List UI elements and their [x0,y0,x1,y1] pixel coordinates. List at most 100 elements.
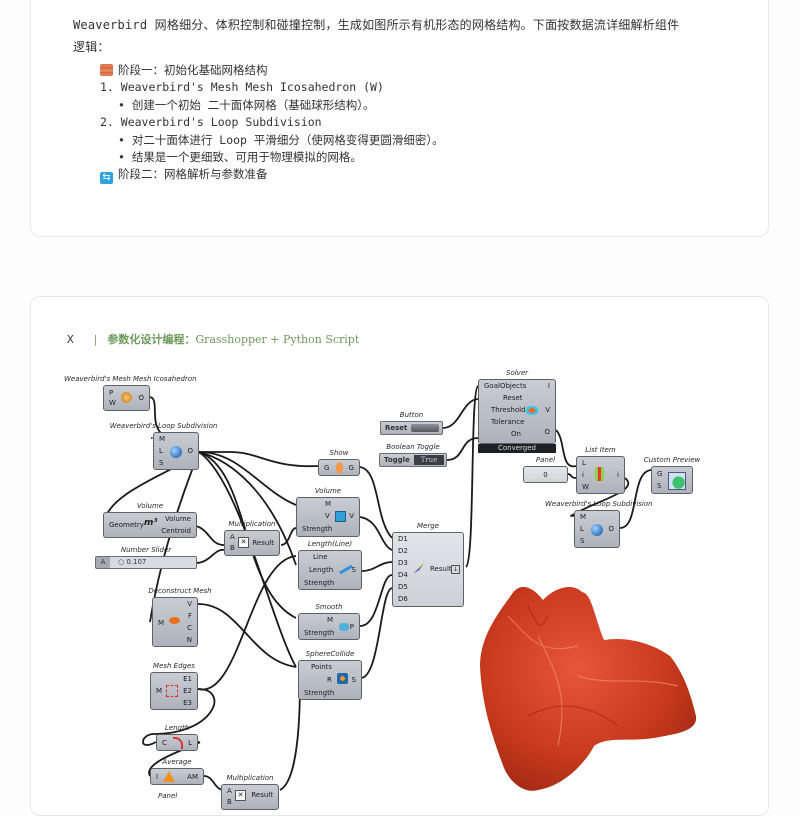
port-m: M [159,435,166,443]
node-volume-1[interactable]: Volume Geometry m³ Volume Centroid [103,502,197,538]
average-icon [163,771,175,782]
node-average[interactable]: Average I AM [150,758,204,785]
node-length-line[interactable]: Length(Line) Line Length Strength S [298,540,362,590]
icosahedron-icon [121,392,132,403]
port-g: G [324,464,330,472]
sphere-icon [170,446,182,458]
cycle-icon: ⇆ [100,172,113,185]
node-title: Smooth [315,603,343,611]
port-d6: D6 [398,595,408,603]
curve-length-icon [173,737,183,749]
figure-title-en: Grasshopper + Python Script [195,333,360,346]
port-m: M [325,500,332,508]
brick-icon [100,64,113,76]
node-custom-preview[interactable]: Custom Preview G S [644,456,700,494]
port-l: L [159,447,163,455]
multiply-icon: ✕ [235,790,246,801]
button-face[interactable] [411,424,439,432]
sphere-icon [591,524,603,536]
port-r: R [327,676,332,684]
port-strength: Strength [304,629,335,637]
toggle-label: Toggle [384,456,410,464]
mesh-shape [480,586,697,791]
node-title: Weaverbird's Mesh Mesh Icosahedron [64,375,197,383]
node-panel[interactable]: Panel 0 [523,456,568,483]
figure-header: X|参数化设计编程：Grasshopper + Python Script [67,331,359,347]
port-i: i [582,471,584,479]
port-e3: E3 [183,699,192,707]
step-bullet: • 结果是一个更细致、可用于物理模拟的网格。 [118,149,362,164]
node-title: Solver [506,369,528,377]
node-solver[interactable]: Solver GoalObjects Reset Threshold Toler… [478,369,556,453]
port-l: L [188,739,192,747]
node-deconstruct-mesh[interactable]: Deconstruct Mesh M V F C N [148,587,212,647]
port-n: N [186,636,192,644]
port-e2: E2 [183,687,192,695]
phase-1-heading: 阶段一：初始化基础网格结构 [100,62,444,79]
show-icon [336,462,343,473]
node-title: Boolean Toggle [386,443,440,451]
port-d1: D1 [398,535,408,543]
port-s: S [351,566,356,574]
node-merge[interactable]: Merge D1 D2 D3 D4 D5 D6 Result ↓ [392,522,464,607]
node-smooth[interactable]: Smooth M Strength P [298,603,360,640]
node-volume-goal[interactable]: Volume M V Strength V [296,487,360,537]
merge-icon [413,563,424,574]
node-mesh-edges[interactable]: Mesh Edges M E1 E2 E3 [150,662,198,710]
port-o: O [138,394,144,402]
slider-value[interactable]: ○ 0.107 [118,557,146,568]
port-v-out: V [349,512,354,520]
slider-value-text: 0.107 [126,558,147,566]
node-loop-subdivision-2[interactable]: Weaverbird's Loop Subdivision M L S O [545,500,653,548]
port-g: G [657,470,663,478]
port-m: M [580,513,587,521]
port-i-out: i [617,471,619,479]
step-item: 1. Weaverbird's Mesh Mesh Icosahedron (W… [100,80,384,95]
panel-value[interactable]: 0 [543,471,548,479]
port-l: L [582,459,586,467]
port-v: V [545,406,550,414]
intro-paragraph: Weaverbird 网格细分、体积控制和碰撞控制，生成如图所示有机形态的网格结… [73,14,723,58]
port-w: W [109,399,116,407]
button-reset[interactable]: Button Reset [380,411,443,435]
node-title: Mesh Edges [153,662,195,670]
number-slider[interactable]: Number Slider A ○ 0.107 [95,546,197,569]
node-mesh-icosahedron[interactable]: Weaverbird's Mesh Mesh Icosahedron P W O [64,375,197,411]
port-l: L [580,525,584,533]
port-s: S [580,537,585,545]
list-item-icon [595,467,604,481]
smooth-icon [339,623,349,631]
intro-line-1: Weaverbird 网格细分、体积控制和碰撞控制，生成如图所示有机形态的网格结… [73,18,680,32]
node-loop-subdivision-1[interactable]: Weaverbird's Loop Subdivision M L S O [110,422,217,470]
port-c: C [187,624,192,632]
port-line: Line [313,553,328,561]
port-strength: Strength [302,525,333,533]
phase-2-heading: ⇆ 阶段二：网格解析与参数准备 [100,166,444,185]
header-separator: | [93,333,98,346]
port-a: A [227,787,232,795]
node-length[interactable]: Length C L [156,724,198,751]
node-list-item[interactable]: List Item L i W i [576,446,625,494]
port-i: I [547,382,550,390]
node-title: Number Slider [120,546,172,554]
node-title: Volume [136,502,164,510]
node-multiplication-1[interactable]: Multiplication A B ✕ Result [224,520,280,556]
port-a: A [230,533,235,541]
node-title: Weaverbird's Loop Subdivision [545,500,653,508]
node-title: Deconstruct Mesh [148,587,212,595]
phase-2-label: 阶段二：网格解析与参数准备 [118,167,268,182]
node-title: Multiplication [228,520,276,528]
toggle-value[interactable]: True [414,455,444,465]
organic-mesh-render [480,586,697,791]
node-sphere-collide[interactable]: SphereCollide Points R Strength S [298,650,362,700]
node-title: List Item [585,446,616,454]
port-threshold: Threshold [491,406,526,414]
node-title: Weaverbird's Loop Subdivision [109,422,218,430]
node-show[interactable]: Show G G [318,449,360,476]
port-m: M [327,616,334,624]
node-title: SphereCollide [305,650,355,658]
port-v: V [325,512,330,520]
node-multiplication-2[interactable]: Multiplication A B ✕ Result [221,774,279,810]
boolean-toggle[interactable]: Boolean Toggle Toggle True [379,443,447,467]
multiply-icon: ✕ [238,537,249,548]
